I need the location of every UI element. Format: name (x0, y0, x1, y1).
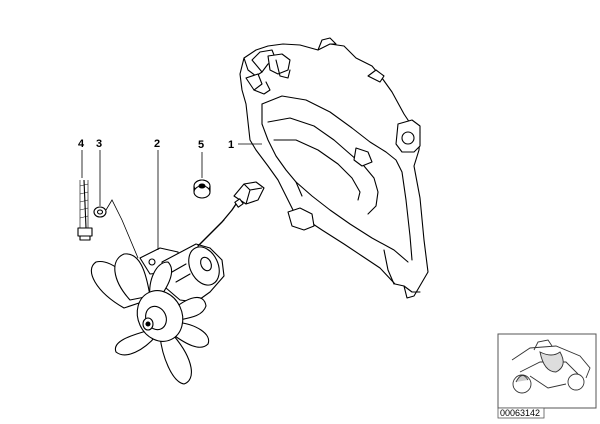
fan-shroud-housing[interactable] (239, 37, 429, 299)
assembly-line (105, 199, 139, 259)
callout-5: 5 (198, 139, 204, 151)
fan-motor-assembly[interactable] (90, 203, 237, 385)
reference-number: 00063142 (500, 408, 540, 418)
leader-lines (81, 143, 262, 250)
grommet[interactable] (193, 179, 211, 199)
callout-1: 1 (228, 139, 234, 151)
location-thumbnail[interactable]: 00063142 (497, 333, 597, 419)
wire-connector[interactable] (233, 181, 265, 208)
motorcycle-thumbnail-icon (511, 339, 591, 394)
callout-4: 4 (78, 138, 85, 150)
callout-3: 3 (96, 138, 102, 150)
callout-2: 2 (154, 138, 160, 150)
washer[interactable] (93, 206, 107, 218)
screw[interactable] (77, 179, 93, 241)
